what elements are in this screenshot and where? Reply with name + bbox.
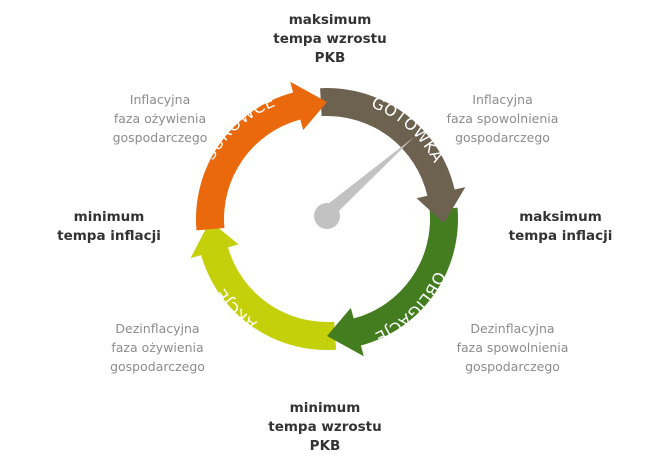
segment-gotowka [320, 88, 466, 224]
label-left: minimum tempa inflacji [57, 209, 161, 244]
label-lower-right: Dezinflacyjna faza spowolnienia gospodar… [456, 321, 569, 374]
label-bottom: minimum tempa wzrostu PKB [268, 400, 382, 454]
segment-akcje [190, 221, 337, 351]
label-upper-left: Inflacyjna faza ożywienia gospodarczego [112, 92, 208, 145]
label-upper-right: Inflacyjna faza spowolnienia gospodarcze… [446, 92, 559, 145]
needle-hub [314, 203, 340, 229]
segment-obligacje [327, 207, 458, 357]
label-right: maksimum tempa inflacji [508, 209, 613, 244]
label-top: maksimum tempa wzrostu PKB [273, 12, 387, 66]
segment-surowce [196, 81, 327, 231]
needle-icon [320, 137, 414, 223]
label-lower-left: Dezinflacyjna faza ożywienia gospodarcze… [110, 321, 205, 374]
